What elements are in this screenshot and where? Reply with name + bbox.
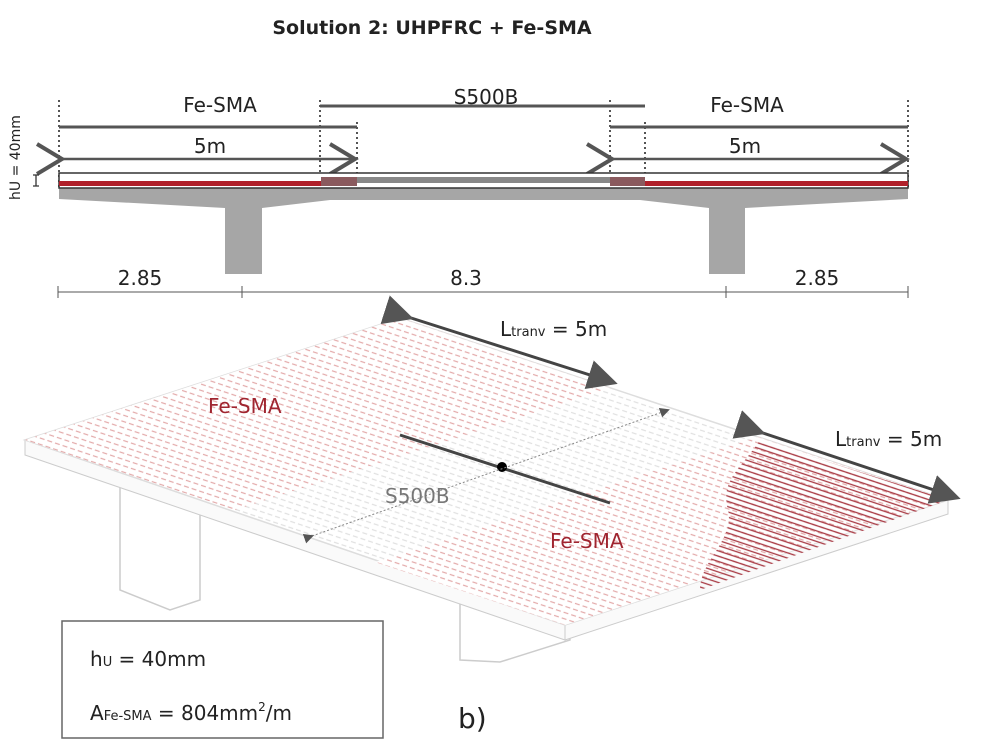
s500b-bar <box>357 177 610 183</box>
dim-middle: 8.3 <box>450 266 482 290</box>
isometric-deck: Ltranv = 5m Ltranv = 5m Fe-SMA S500B Fe-… <box>22 295 961 663</box>
ltranv-arrow-right <box>732 410 961 504</box>
cross-section: Fe-SMA S500B Fe-SMA 5m 5m hU = 40mm 2.85… <box>8 85 910 298</box>
title: Solution 2: UHPFRC + Fe-SMA <box>272 17 592 39</box>
concrete-deck <box>59 188 908 274</box>
ltranv-label-right: Ltranv = 5m <box>835 427 942 451</box>
ltranv-label-top: Ltranv = 5m <box>500 317 607 341</box>
label-length-right: 5m <box>729 134 761 158</box>
s500b-span-arrow <box>302 407 670 544</box>
fesma-bar-right <box>645 181 908 186</box>
thickness-marker <box>33 174 39 187</box>
fesma-bar-left <box>59 181 321 186</box>
dim-left: 2.85 <box>118 266 163 290</box>
label-iso-fesma-right: Fe-SMA <box>550 529 624 553</box>
label-fesma-right: Fe-SMA <box>710 93 784 117</box>
label-fesma-left: Fe-SMA <box>183 93 257 117</box>
dim-right: 2.85 <box>795 266 840 290</box>
label-iso-s500b: S500B <box>385 484 450 508</box>
legend-hu: hU = 40mm <box>90 647 206 671</box>
legend-box: hU = 40mm AFe-SMA = 804mm2/m <box>61 620 384 739</box>
ltranv-arrow-top <box>380 295 618 390</box>
panel-label: b) <box>458 702 487 735</box>
legend-area: AFe-SMA = 804mm2/m <box>90 700 292 725</box>
label-s500b: S500B <box>454 85 519 109</box>
overlap-right <box>610 177 645 186</box>
label-thickness: hU = 40mm <box>8 115 24 200</box>
label-length-left: 5m <box>194 134 226 158</box>
overlap-left <box>321 177 357 186</box>
label-iso-fesma-left: Fe-SMA <box>208 394 282 418</box>
